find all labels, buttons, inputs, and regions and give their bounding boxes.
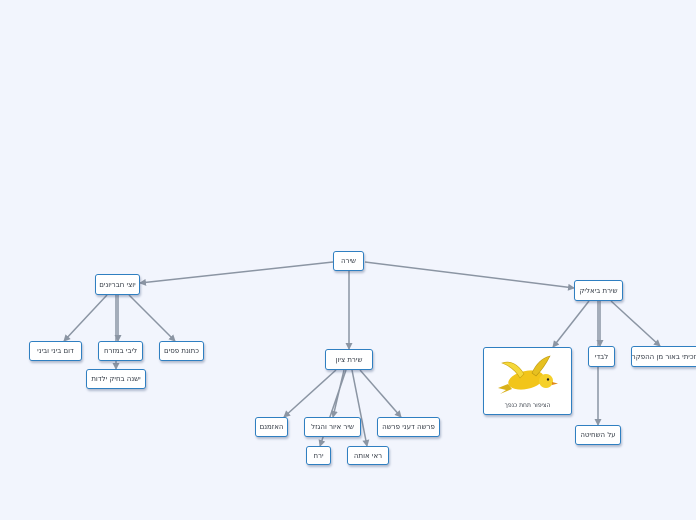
node-center-child-3[interactable]: ירח bbox=[306, 446, 331, 465]
node-center-child-4[interactable]: ראי אותה bbox=[347, 446, 389, 465]
edge-right-1 bbox=[552, 300, 590, 348]
node-right-child-4[interactable]: זכיתי באור מן ההפקר bbox=[631, 346, 696, 367]
edge-left-4 bbox=[128, 294, 176, 342]
node-right-child-2[interactable]: לבדי bbox=[588, 346, 615, 367]
node-right-child-3[interactable]: על השחיטה bbox=[575, 425, 621, 445]
node-center-child-2[interactable]: שיר איור והגזל bbox=[304, 417, 361, 437]
yellow-bird-icon bbox=[498, 355, 558, 394]
node-right-branch[interactable]: שירת ביאליק bbox=[574, 280, 623, 301]
node-center-branch[interactable]: שירת ציון bbox=[325, 349, 373, 370]
edge-center-1 bbox=[283, 369, 337, 418]
node-right-image[interactable]: הציפור תחת כנפך bbox=[483, 347, 572, 415]
node-left-child-1[interactable]: דום ביני וביני bbox=[29, 341, 82, 361]
edge-root-right bbox=[364, 261, 575, 291]
node-left-child-4[interactable]: כתונת פסים bbox=[159, 341, 204, 361]
node-center-child-5[interactable]: פרשה דעני פרשה bbox=[377, 417, 440, 437]
edge-center-4 bbox=[351, 369, 370, 447]
edge-right-4 bbox=[610, 300, 661, 347]
edge-center-5 bbox=[359, 369, 402, 418]
node-right-image-label: הציפור תחת כנפך bbox=[504, 402, 551, 409]
node-left-child-3[interactable]: ישנה בחיק ילדות bbox=[86, 369, 146, 389]
node-center-child-1[interactable]: האזמנם bbox=[255, 417, 288, 437]
node-left-branch[interactable]: יוצי חבריונים bbox=[95, 274, 140, 295]
edge-left-1 bbox=[63, 294, 108, 342]
edge-root-left bbox=[139, 261, 334, 286]
node-left-child-2[interactable]: ליבי במזרח bbox=[98, 341, 143, 361]
root-node[interactable]: שירה bbox=[333, 251, 364, 271]
